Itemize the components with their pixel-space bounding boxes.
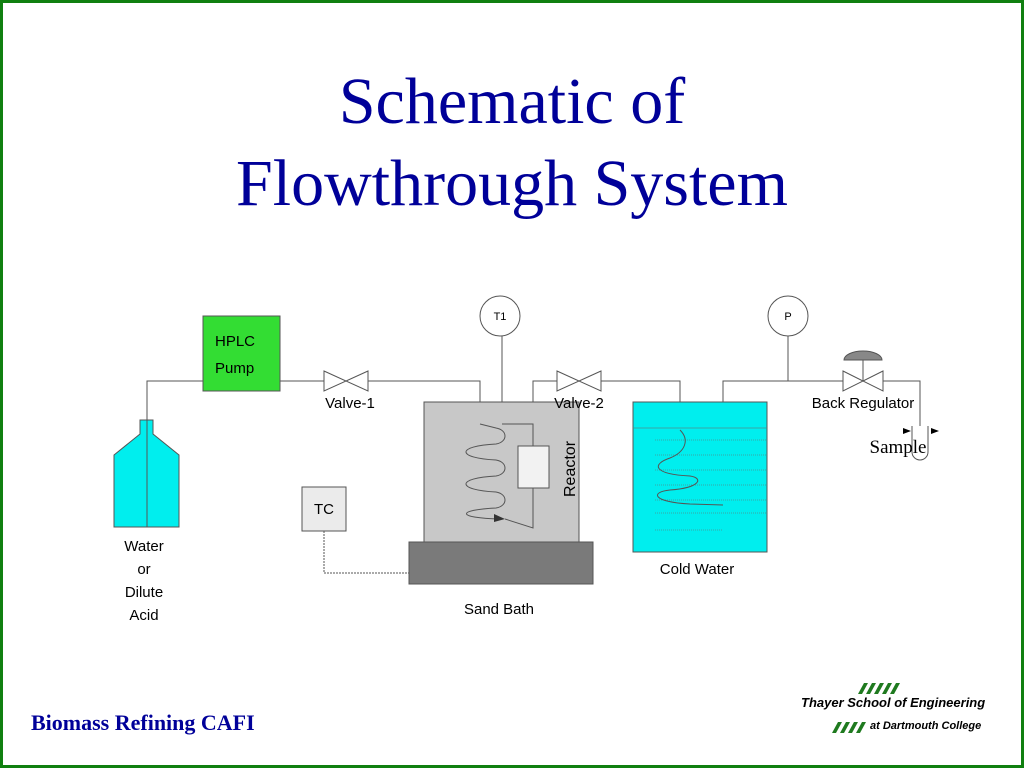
reservoir-label-4: Acid xyxy=(129,607,158,624)
pump-label-2: Pump xyxy=(215,360,254,377)
p-gauge-icon xyxy=(767,295,809,337)
logo-line-2: at Dartmouth College xyxy=(870,720,981,732)
t1-gauge-icon xyxy=(479,295,521,337)
reservoir-bottle xyxy=(113,419,180,528)
heating-coil xyxy=(465,423,506,520)
valve-1-label: Valve-1 xyxy=(325,395,375,412)
back-regulator-icon xyxy=(842,350,884,392)
reservoir-label-3: Dilute xyxy=(125,584,163,601)
sand-bath-label: Sand Bath xyxy=(464,601,534,618)
cold-water-label: Cold Water xyxy=(660,561,734,578)
reactor-label: Reactor xyxy=(562,440,579,497)
sand-bath xyxy=(408,541,594,585)
title-line-1: Schematic of xyxy=(338,65,686,138)
pump-label-1: HPLC xyxy=(215,333,255,350)
tc-controller xyxy=(301,486,347,532)
reservoir-label-1: Water xyxy=(124,538,163,555)
t1-gauge-label: T1 xyxy=(494,311,507,323)
cooling-coil xyxy=(657,429,724,506)
back-regulator-label: Back Regulator xyxy=(812,395,915,412)
page-title: Schematic of Flowthrough System xyxy=(3,61,1021,225)
sample-vial-icon xyxy=(903,426,939,461)
heating-vessel xyxy=(423,401,580,543)
valve-1-icon xyxy=(323,370,369,392)
valve-2-label: Valve-2 xyxy=(554,395,604,412)
reservoir-label-2: or xyxy=(137,561,150,578)
water-lines xyxy=(633,427,767,531)
tc-label: TC xyxy=(314,501,334,518)
thayer-logo: Thayer School of Engineering at Dartmout… xyxy=(801,683,985,733)
logo-line-1: Thayer School of Engineering xyxy=(801,695,985,710)
cold-water-bath xyxy=(632,401,768,553)
title-line-2: Flowthrough System xyxy=(236,147,788,220)
valve-2-icon xyxy=(556,370,602,392)
sample-label: Sample xyxy=(870,437,927,458)
hplc-pump xyxy=(202,315,281,392)
p-gauge-label: P xyxy=(784,311,791,323)
reactor xyxy=(517,445,550,489)
footer-text: Biomass Refining CAFI xyxy=(31,710,255,735)
coil-arrow-icon xyxy=(494,514,505,522)
